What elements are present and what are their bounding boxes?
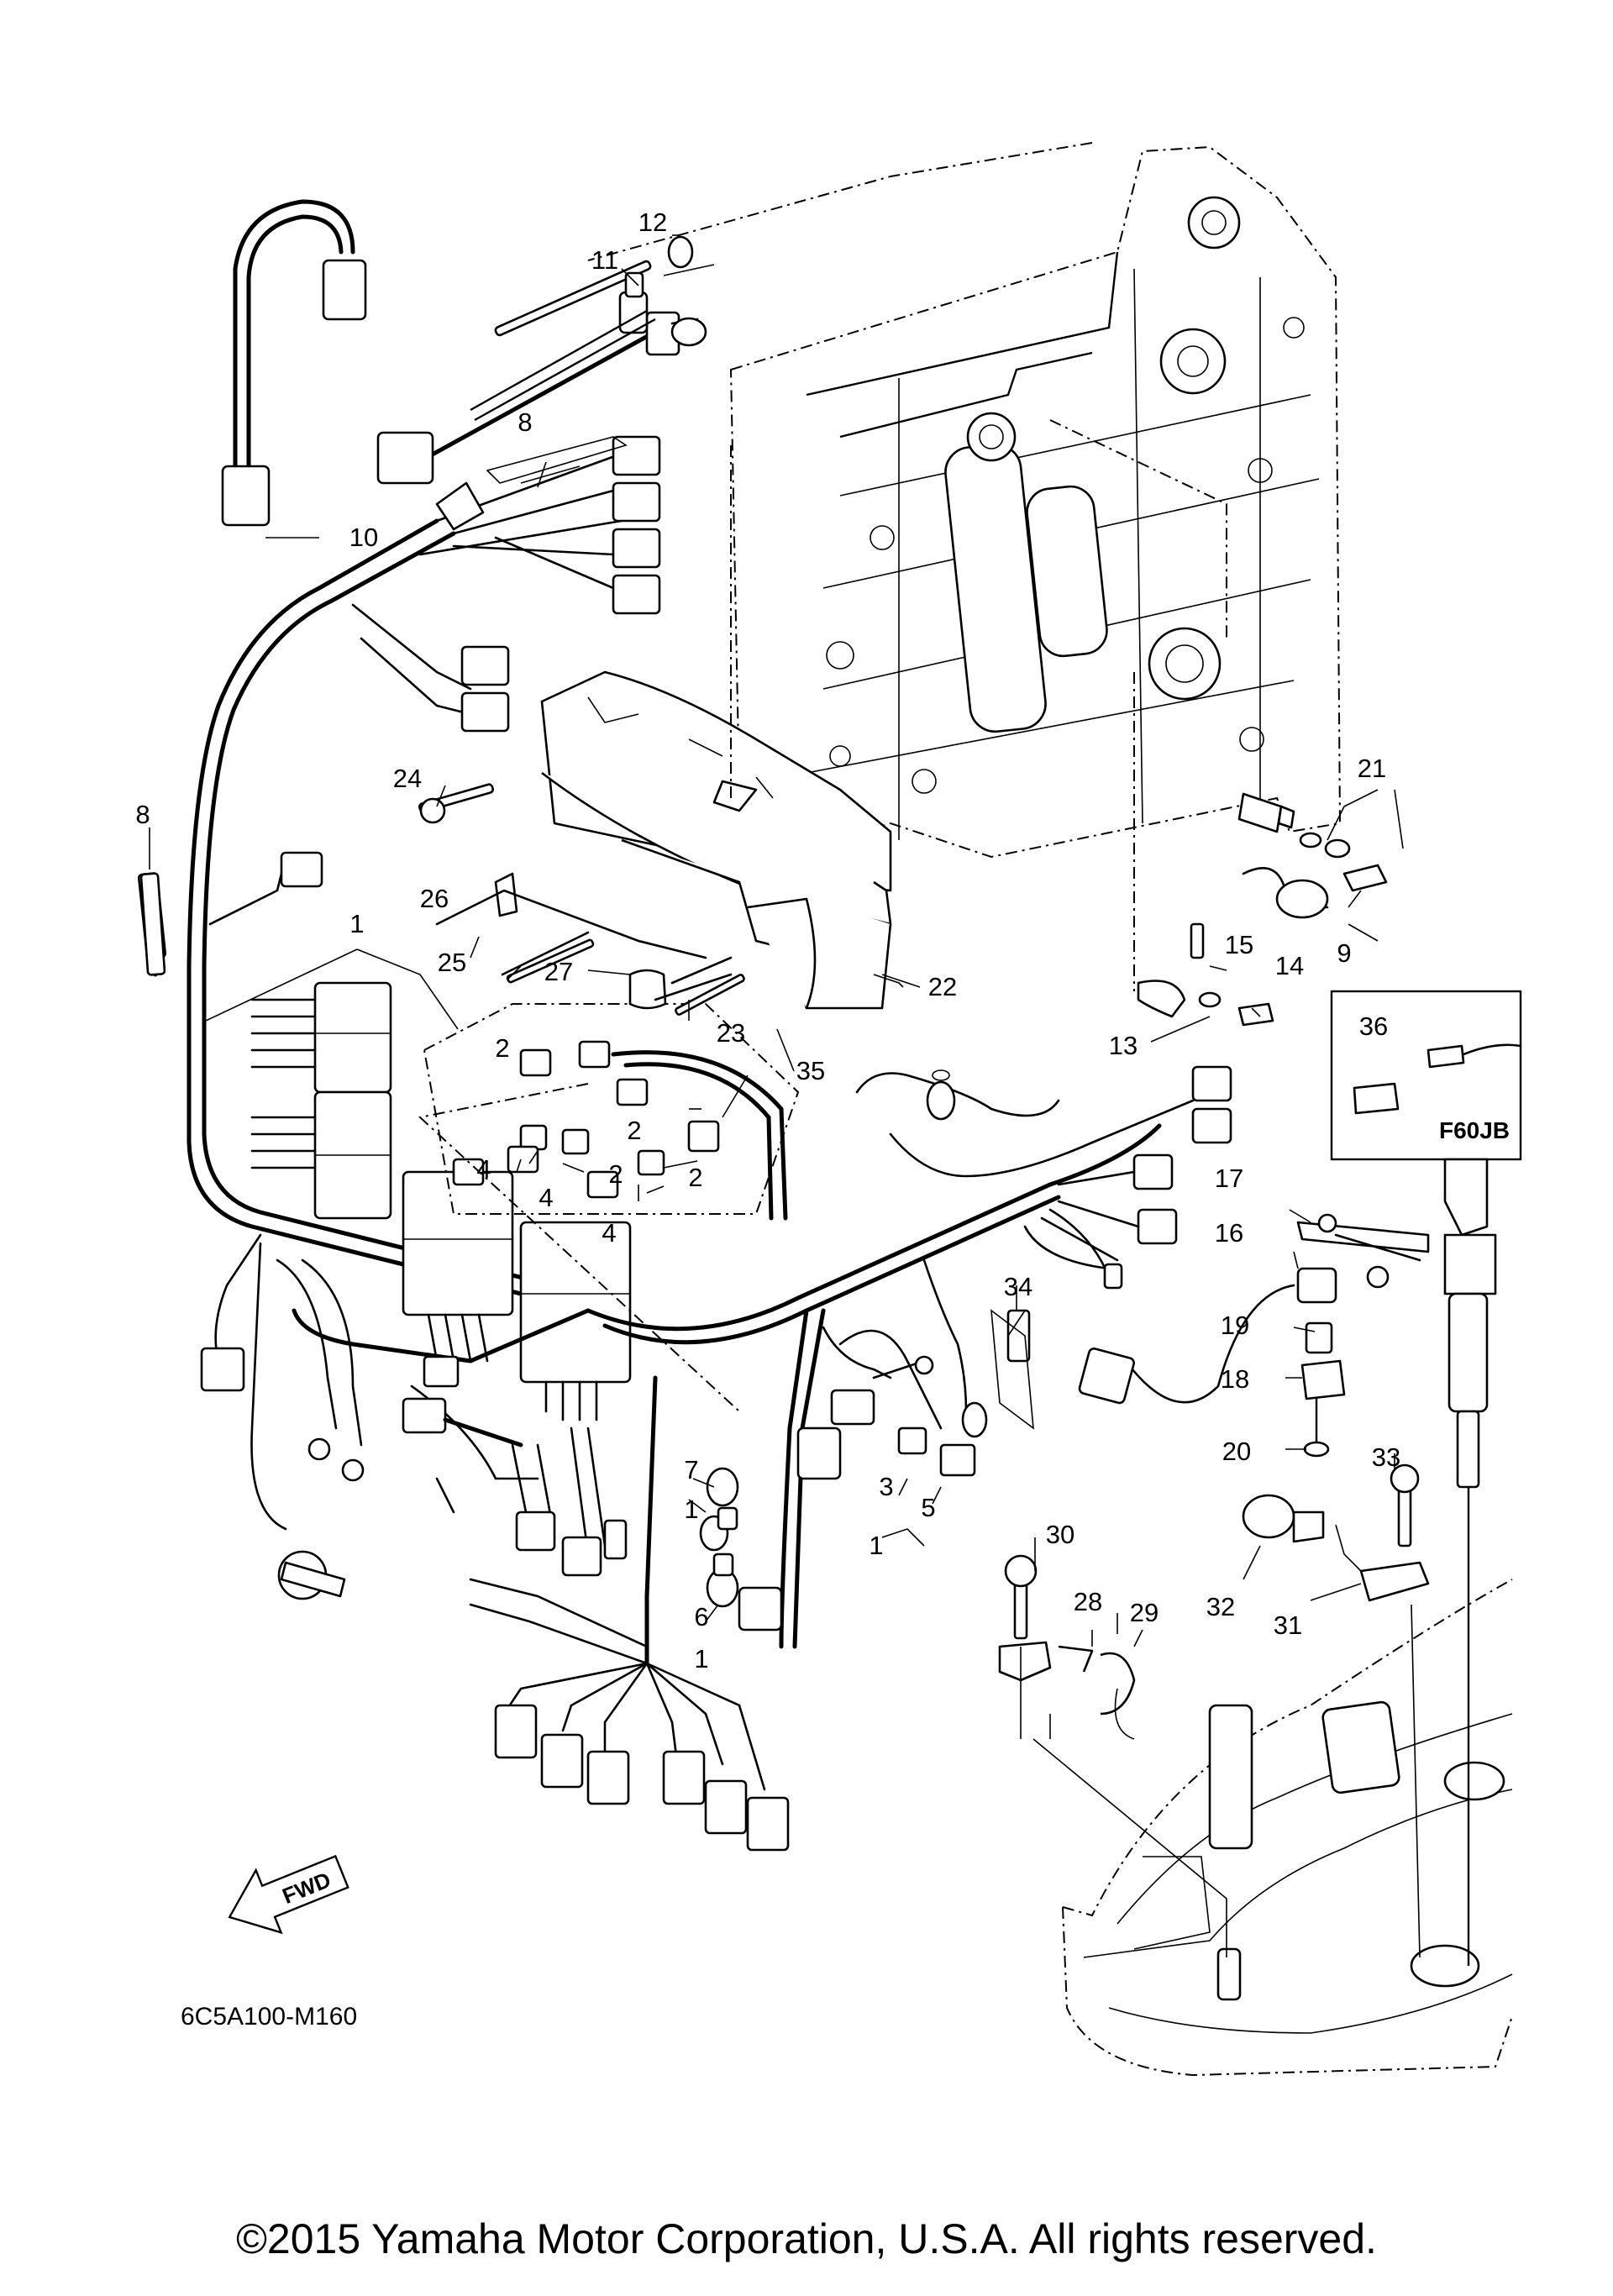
callout-28: 28 [1074, 1587, 1102, 1616]
callout-13: 13 [1109, 1031, 1138, 1060]
callout-8: 8 [518, 407, 532, 437]
control-cable [1443, 1158, 1497, 1966]
callout-36: 36 [1359, 1011, 1388, 1041]
callout-14: 14 [1275, 951, 1304, 980]
callout-35: 35 [796, 1056, 825, 1085]
drawing-code: 6C5A100-M160 [181, 2003, 357, 2031]
callout-27: 27 [544, 957, 573, 986]
callout-31: 31 [1274, 1610, 1302, 1640]
callout-6: 6 [694, 1602, 708, 1631]
callout-4: 4 [476, 1154, 491, 1184]
callout-5: 5 [921, 1493, 935, 1522]
inset-box-f60jb [1330, 990, 1522, 1161]
callout-21: 21 [1358, 754, 1386, 783]
upper-harness [137, 199, 707, 1313]
callout-3: 3 [879, 1472, 893, 1501]
loose-parts [139, 235, 1430, 1740]
engine-block [729, 145, 1342, 859]
callout-20: 20 [1222, 1437, 1251, 1466]
callout-2: 2 [495, 1033, 509, 1063]
callout-1: 1 [869, 1531, 883, 1560]
callout-7: 7 [684, 1455, 698, 1484]
leader-lines [149, 142, 1421, 1958]
forward-arrow-icon: FWD [228, 1854, 349, 1935]
callout-22: 22 [928, 972, 957, 1001]
bracket-assembly [435, 670, 892, 1010]
bottom-cowling [1062, 1579, 1513, 2077]
copyright-notice: ©2015 Yamaha Motor Corporation, U.S.A. A… [236, 2215, 1377, 2262]
callout-19: 19 [1221, 1311, 1249, 1340]
callout-12: 12 [638, 208, 667, 237]
callout-1: 1 [684, 1495, 698, 1524]
callout-2: 2 [608, 1159, 623, 1189]
callout-25: 25 [438, 948, 466, 977]
callout-8: 8 [135, 800, 150, 829]
callout-10: 10 [349, 523, 378, 552]
callout-1: 1 [694, 1644, 708, 1673]
callout-30: 30 [1046, 1520, 1074, 1549]
callout-4: 4 [539, 1183, 553, 1212]
callout-29: 29 [1130, 1598, 1159, 1627]
callout-24: 24 [393, 764, 422, 793]
main-harness [200, 981, 1430, 1852]
callout-33: 33 [1372, 1442, 1400, 1472]
callout-2: 2 [688, 1163, 702, 1192]
callout-2: 2 [627, 1116, 641, 1145]
callout-23: 23 [717, 1018, 745, 1048]
callout-17: 17 [1215, 1164, 1243, 1193]
callout-18: 18 [1221, 1364, 1249, 1394]
callout-34: 34 [1004, 1272, 1032, 1301]
callout-11: 11 [591, 245, 618, 275]
callout-26: 26 [420, 884, 449, 913]
callout-4: 4 [602, 1218, 616, 1248]
callout-32: 32 [1206, 1592, 1235, 1621]
inset-label: F60JB [1439, 1117, 1510, 1143]
callouts: 1 1 1 1 2 2 2 2 3 4 4 4 5 6 7 8 8 9 10 1… [135, 208, 1510, 1673]
callout-9: 9 [1337, 938, 1351, 968]
fwd-label: FWD [279, 1867, 334, 1909]
callout-16: 16 [1215, 1218, 1243, 1248]
callout-1: 1 [349, 909, 364, 938]
callout-15: 15 [1225, 930, 1253, 959]
